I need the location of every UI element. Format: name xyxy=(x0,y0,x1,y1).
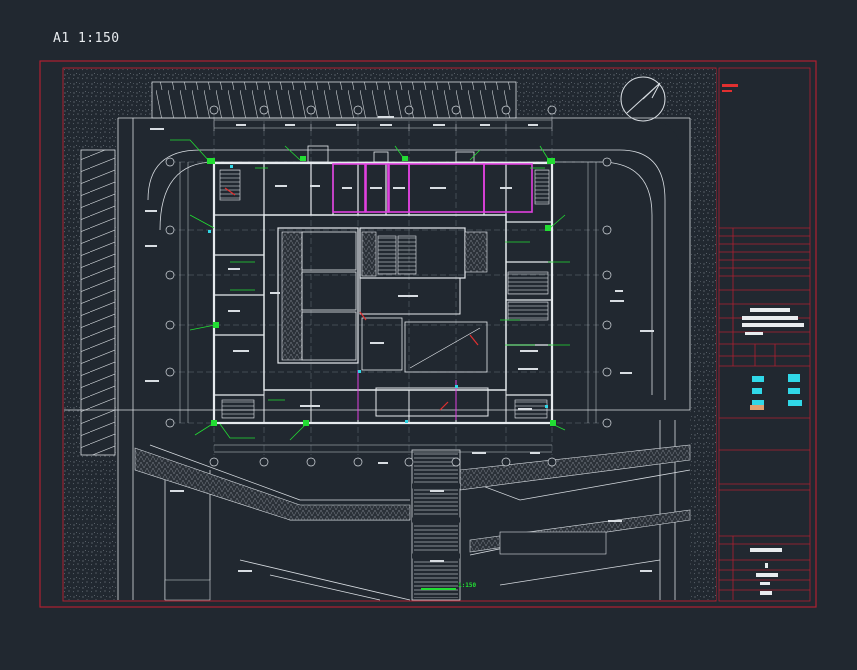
title-block-text-marks xyxy=(722,84,804,595)
north-arrow-icon xyxy=(620,76,666,122)
sheet-label: A1 1:150 xyxy=(53,31,120,46)
entrance-stairs xyxy=(411,449,461,601)
title-block xyxy=(718,67,811,602)
green-tags xyxy=(207,156,556,590)
grid-bubbles xyxy=(165,105,612,467)
red-markers xyxy=(224,187,479,411)
slope-hatch-zones xyxy=(134,444,691,601)
dimension-lines xyxy=(179,117,597,453)
parking-left xyxy=(80,149,116,456)
room-labels xyxy=(145,116,654,572)
sheet-frame xyxy=(39,60,817,608)
annotation-leaders xyxy=(170,139,570,441)
parking-top xyxy=(151,81,517,119)
drawing-scale-note: 1:150 xyxy=(458,582,477,589)
cyan-markers xyxy=(208,165,548,423)
highlight-rooms xyxy=(332,163,533,420)
